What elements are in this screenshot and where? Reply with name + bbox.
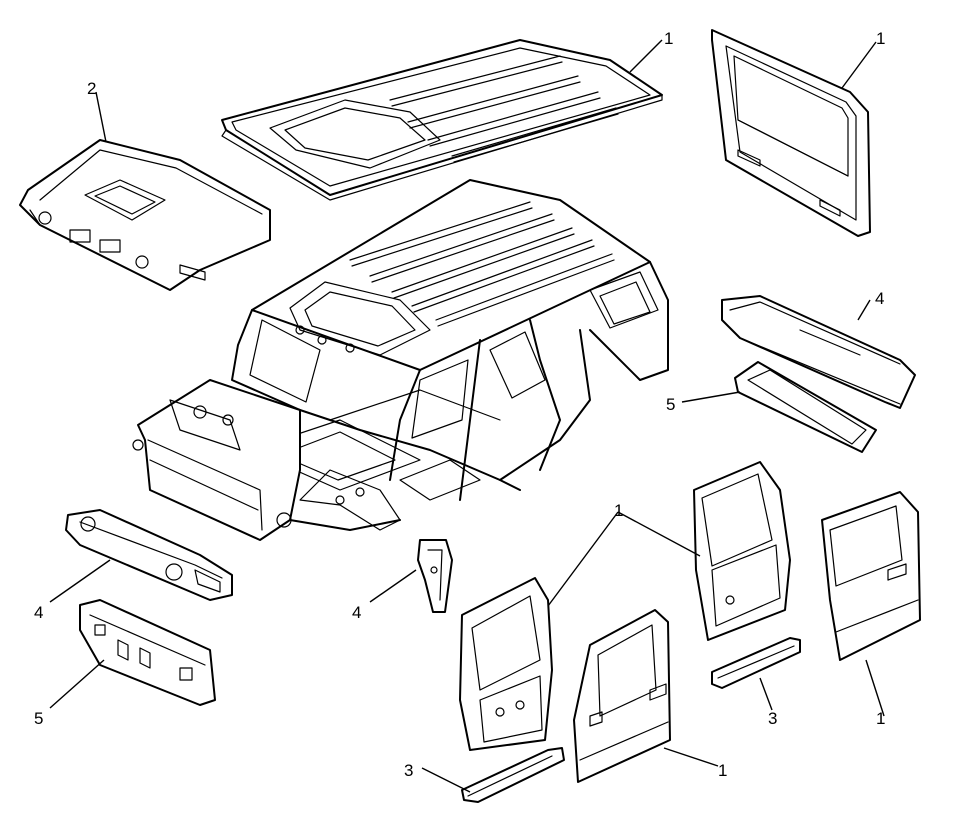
callout-front-lower-panel: 5 bbox=[34, 709, 43, 728]
front-crossmember bbox=[65, 509, 233, 601]
pillar-bracket bbox=[417, 539, 453, 613]
front-sill-plate bbox=[461, 747, 565, 803]
front-door-inner bbox=[459, 577, 553, 751]
callout-front-crossmember: 4 bbox=[34, 603, 43, 622]
callout-pillar-bracket: 4 bbox=[352, 603, 361, 622]
rear-crossmember bbox=[721, 295, 916, 409]
callout-liftgate: 1 bbox=[876, 29, 885, 48]
body-shell bbox=[132, 179, 669, 541]
callout-rear-crossmember: 4 bbox=[875, 289, 884, 308]
roof-panel bbox=[221, 39, 663, 201]
callout-roof-panel: 1 bbox=[664, 29, 673, 48]
callout-door-inner: 1 bbox=[614, 501, 623, 520]
rear-door-inner bbox=[693, 461, 791, 641]
callout-front-door-outer: 1 bbox=[718, 761, 727, 780]
callout-rear-sill: 3 bbox=[768, 709, 777, 728]
callout-rear-door-outer: 1 bbox=[876, 709, 885, 728]
callout-labels: 1 1 2 4 5 4 5 4 1 1 3 1 3 1 bbox=[34, 29, 885, 780]
liftgate-panel bbox=[711, 29, 871, 237]
front-lower-panel bbox=[79, 599, 216, 706]
front-door-outer bbox=[573, 609, 671, 783]
callout-hood: 2 bbox=[87, 79, 96, 98]
callout-rear-lower-panel: 5 bbox=[666, 395, 675, 414]
hood-panel bbox=[19, 139, 271, 291]
rear-sill-plate bbox=[711, 637, 801, 689]
rear-door-outer bbox=[821, 491, 921, 661]
rear-lower-panel bbox=[734, 361, 877, 453]
leader-lines bbox=[49, 39, 885, 793]
callout-front-sill: 3 bbox=[404, 761, 413, 780]
